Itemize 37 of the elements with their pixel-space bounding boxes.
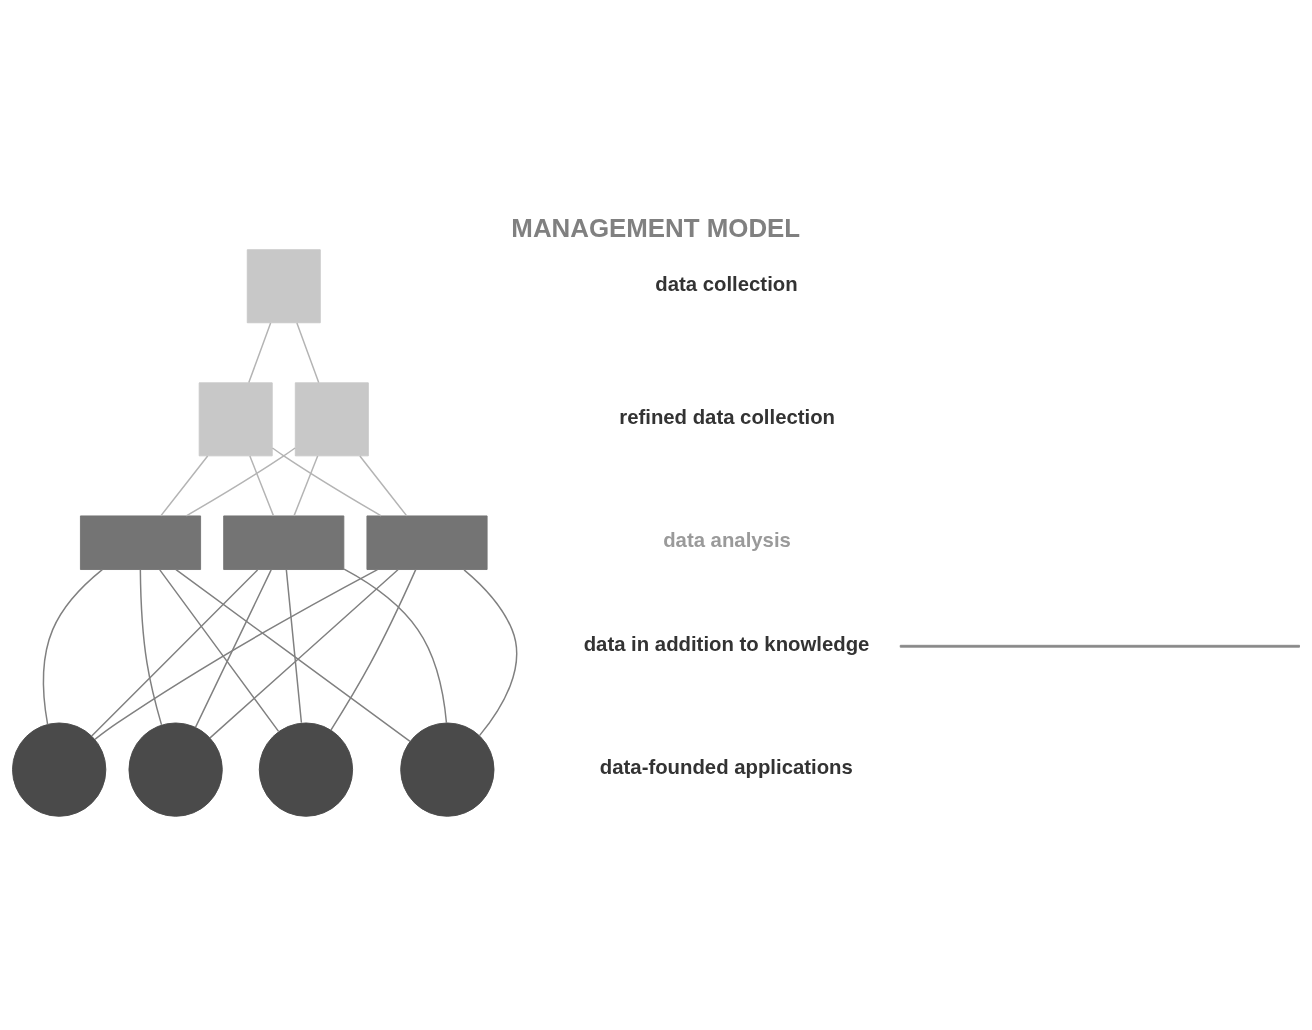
connector bbox=[330, 568, 417, 731]
node-circle bbox=[12, 722, 107, 817]
connector bbox=[139, 568, 163, 726]
connector bbox=[209, 568, 399, 739]
connector bbox=[463, 569, 518, 737]
connector bbox=[343, 568, 448, 724]
label: data collection bbox=[655, 272, 798, 295]
connector bbox=[175, 568, 411, 743]
node-circle bbox=[128, 722, 223, 817]
label: data-founded applications bbox=[599, 755, 853, 778]
node-bar bbox=[899, 644, 1300, 648]
label: data in addition to knowledge bbox=[583, 632, 870, 655]
connector bbox=[185, 447, 296, 517]
connector bbox=[248, 322, 272, 384]
label: refined data collection bbox=[619, 405, 836, 428]
connector bbox=[296, 322, 320, 384]
connector bbox=[159, 569, 280, 733]
node-box bbox=[79, 515, 202, 570]
diagram-title: MANAGEMENT MODEL bbox=[511, 214, 801, 243]
label: data analysis bbox=[663, 528, 791, 551]
node-circle bbox=[258, 722, 354, 817]
connector bbox=[42, 568, 103, 726]
node-box bbox=[366, 515, 488, 570]
connector bbox=[94, 568, 379, 741]
node-box bbox=[246, 249, 321, 324]
connector bbox=[271, 447, 382, 517]
node-box bbox=[294, 382, 369, 457]
connector bbox=[91, 569, 259, 737]
connector bbox=[249, 455, 275, 517]
node-box bbox=[223, 515, 345, 570]
connector bbox=[293, 455, 319, 517]
connector bbox=[359, 455, 408, 517]
connector bbox=[194, 569, 272, 729]
connector bbox=[285, 569, 303, 724]
node-circle bbox=[400, 722, 495, 817]
node-box bbox=[198, 382, 273, 457]
connector bbox=[160, 455, 209, 517]
